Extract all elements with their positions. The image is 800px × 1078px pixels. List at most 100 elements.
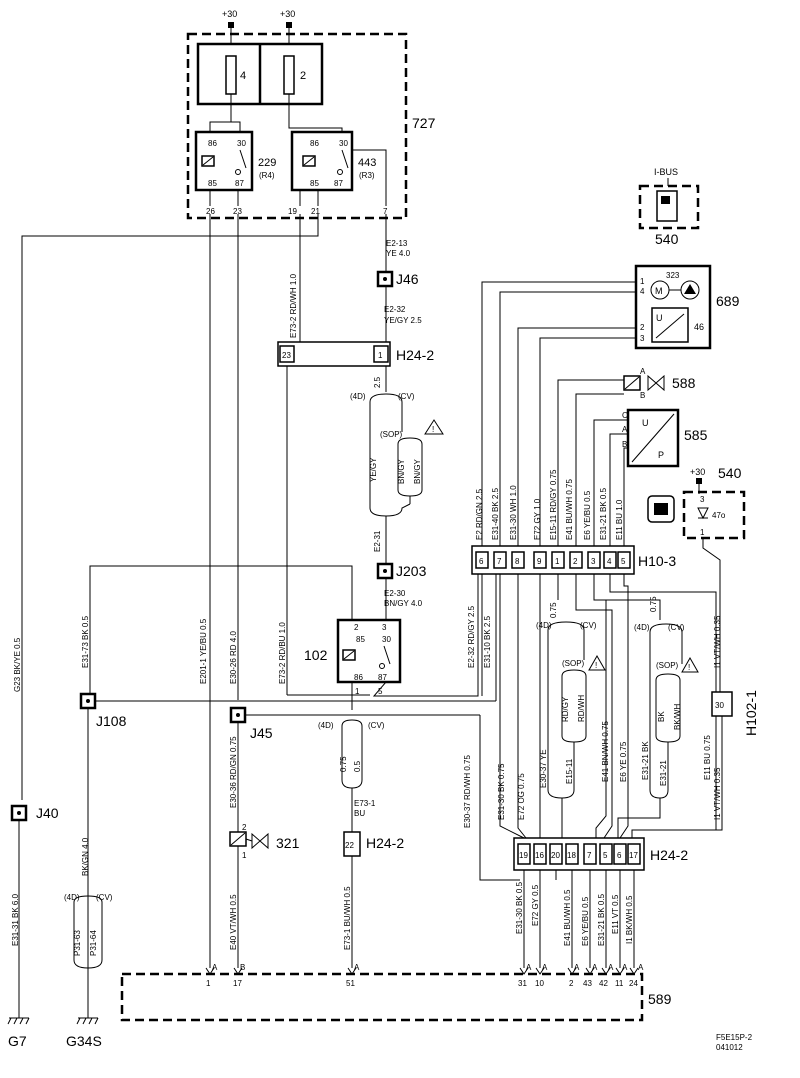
wire-bu: BU (354, 809, 365, 818)
variant-cv-g: (CV) (96, 893, 113, 902)
warning-icon (424, 419, 444, 435)
wire-b-e72: E72 GY 0.5 (531, 884, 540, 926)
ibus-id: 540 (655, 231, 679, 247)
wire-e30-37: E30-37 RD/WH 0.75 (463, 755, 472, 828)
wire-e73-1-buwh: E73-1 BU/WH 0.5 (343, 886, 352, 950)
ecu-pin-51: 51 (346, 979, 355, 988)
relay-102-pin85: 85 (356, 635, 365, 644)
warning-icon-d (681, 656, 699, 673)
box-pin-7: 7 (383, 207, 388, 216)
relay-102-id: 102 (304, 647, 328, 663)
ecu-letter-4: A (526, 963, 532, 972)
supply-terminal-a (228, 22, 234, 28)
fuse-a-number: 4 (240, 70, 246, 82)
wire-e15-11: E15-11 RD/GY 0.75 (549, 469, 558, 540)
ecu-pin-42: 42 (599, 979, 608, 988)
h24-2-lower-label: H24-2 (650, 847, 688, 863)
ecu-letter-1: A (212, 963, 218, 972)
valve-588: A B 588 (557, 367, 696, 546)
warning-lamp-540: +30 540 3 1 47o (647, 465, 746, 692)
wire-rdgy: RD/GY (561, 696, 570, 722)
sensor-585-p: P (658, 450, 664, 460)
supply-terminal-b (286, 22, 292, 28)
valve-321-id: 321 (276, 835, 300, 851)
connector-h10-3: 6 7 8 9 1 2 3 4 5 H10-3 E2 RD/GN 2.5 E31… (471, 469, 676, 575)
wire-0-5-a: 0.5 (353, 760, 362, 772)
wire-2-5: 2.5 (373, 376, 382, 388)
relay-r3-pin30: 30 (339, 139, 348, 148)
relay-443-r3 (290, 130, 354, 192)
sensor-585-pin-c: C (622, 411, 628, 420)
ecu-letter-10: A (638, 963, 644, 972)
pump-pin-4: 4 (640, 287, 645, 296)
wire-bkwh: BK/WH (673, 704, 682, 730)
variant-4d-a: (4D) (350, 392, 366, 401)
wire-b-e11: E11 VT 0.5 (611, 894, 620, 934)
h24-2-pin-23: 23 (282, 351, 291, 360)
wire-bngy-4-0: BN/GY 4.0 (384, 599, 423, 608)
ecu-589-id: 589 (648, 991, 672, 1007)
variant-4d-d: (4D) (634, 623, 650, 632)
wire-p31-63: P31-63 (73, 930, 82, 956)
variant-4d-g: (4D) (64, 893, 80, 902)
ground-g34s-icon (76, 1017, 99, 1025)
fuse-4-icon (225, 55, 237, 95)
ecu-pin-2: 2 (569, 979, 574, 988)
connector-h24-2-top (277, 341, 391, 367)
warning-mark-d: ! (688, 663, 690, 672)
wire-e41: E41 BU/WH 0.75 (565, 479, 574, 540)
variant-4d-c: (4D) (536, 621, 552, 630)
wire-e30-36: E30-36 RD/GN 0.75 (229, 736, 238, 808)
splice-j108-label: J108 (96, 713, 127, 729)
fuse-b-number: 2 (300, 70, 306, 82)
lamp-module-outline (682, 490, 746, 540)
ecu-pin-11: 11 (615, 979, 624, 988)
sensor-585-pin-a: A (622, 425, 628, 434)
level-sensor-id: 46 (694, 322, 704, 332)
wire-e11-bu: E11 BU 1.0 (615, 499, 624, 540)
ecu-pin-1: 1 (206, 979, 211, 988)
wire-b-i1: I1 BK/WH 0.5 (625, 895, 634, 944)
wire-0-75-c: 0.75 (649, 596, 658, 612)
relay-102-pin2: 2 (354, 623, 359, 632)
h10-3-pin-3: 3 (591, 557, 596, 566)
pump-pin-2: 2 (640, 323, 645, 332)
left-wiring: E2-13 YE 4.0 J46 E2-32 YE/GY 2.5 E73-2 R… (13, 214, 492, 968)
warning-mark-a: ! (432, 425, 434, 434)
valve-588-icon (647, 374, 665, 392)
h24-2-pin22: 22 (345, 841, 354, 850)
splices-lower: J108 J45 E30-36 RD/GN 0.75 J40 E31-31 BK… (10, 560, 497, 1018)
variant-cv-d: (CV) (668, 623, 685, 632)
wire-ye-4-0: YE 4.0 (386, 249, 411, 258)
wire-e31-31: E31-31 BK 6.0 (11, 893, 20, 946)
wire-bkgn-4-0: BK/GN 4.0 (81, 837, 90, 876)
ecu-pin-43: 43 (583, 979, 592, 988)
lamp-supply-label: +30 (690, 467, 705, 477)
wire-e40: E40 VT/WH 0.5 (229, 894, 238, 950)
pump-module-689: 689 323 M U 46 1 4 2 3 (481, 264, 740, 546)
splice-j40-label: J40 (36, 805, 59, 821)
h24-2-lower-pin-20: 20 (551, 851, 560, 860)
valve-321-pin1: 1 (242, 851, 247, 860)
wire-yegy-2-5: YE/GY 2.5 (384, 316, 422, 325)
wire-e72-gy: E72 GY 1.0 (533, 498, 542, 540)
sensor-585-pin-b: B (622, 440, 627, 449)
relay-102-lower: (4D) (CV) 0.75 0.5 E73-1 BU 22 H24-2 E73… (318, 719, 404, 968)
box-pin-19: 19 (288, 207, 297, 216)
fuel-pump-icon (656, 190, 678, 222)
pump-pin-1: 1 (640, 277, 645, 286)
valve-588-id: 588 (672, 375, 696, 391)
ecu-letter-3: A (354, 963, 360, 972)
valve-321-pin2: 2 (242, 823, 247, 832)
splice-j45-label: J45 (250, 725, 273, 741)
relay-r4-pin86: 86 (208, 139, 217, 148)
relay-r4-pin30: 30 (237, 139, 246, 148)
box-pin-23: 23 (233, 207, 242, 216)
wire-0-75-a: 0.75 (339, 756, 348, 772)
wire-i1-vtwh: I1 VT/WH 0.35 (713, 615, 722, 668)
wire-e31-30-wh: E31-30 WH 1.0 (509, 485, 518, 540)
wire-e30-37-ye: E30-37 YE (539, 749, 548, 788)
ground-g34s-label: G34S (66, 1033, 102, 1049)
variant-cv-b: (CV) (368, 721, 385, 730)
ibus-module-outline (638, 184, 700, 230)
